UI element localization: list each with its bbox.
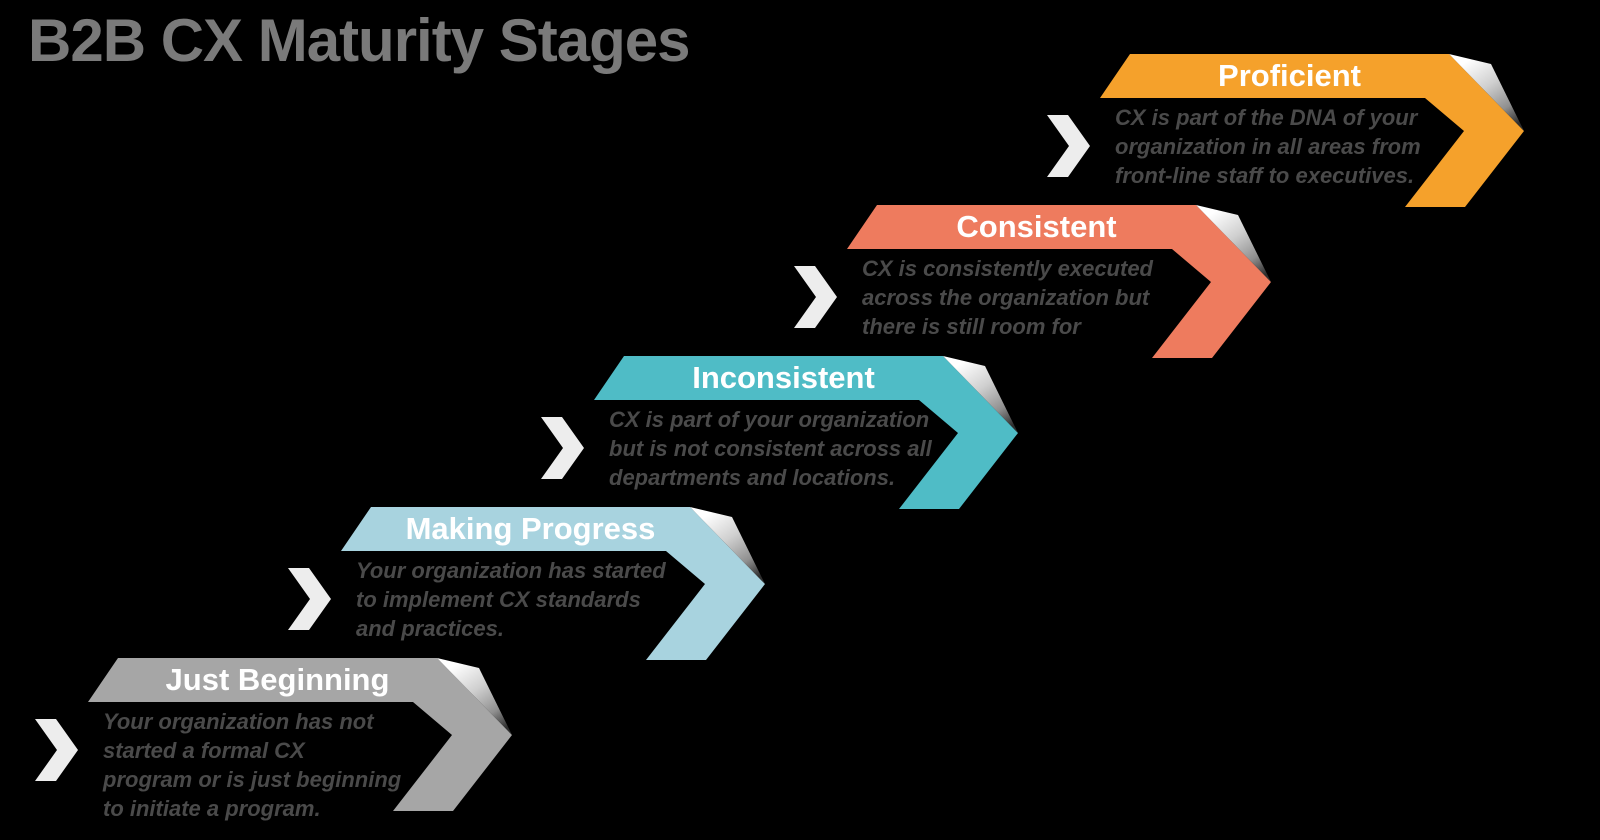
stage-description: Your organization has not started a form… <box>103 707 401 823</box>
stage-description-line: across the organization but <box>862 285 1150 310</box>
stage-description-line: started a formal CX <box>103 738 305 763</box>
stage-description: Your organization has started to impleme… <box>356 556 666 643</box>
stage-arrow-ribbon <box>594 356 1018 509</box>
stage-description: CX is part of the DNA of your organizati… <box>1115 103 1421 190</box>
stage-description-line: there is still room for <box>862 314 1081 339</box>
ribbon-fold <box>437 658 512 735</box>
ribbon-fold <box>1449 54 1524 131</box>
chevron-right-icon <box>541 417 584 479</box>
ribbon-fold <box>1196 205 1271 282</box>
stage-just-beginning: Just Beginning Your organization has not… <box>33 658 523 821</box>
stage-arrow-ribbon <box>341 507 765 660</box>
stage-label: Inconsistent <box>692 360 875 395</box>
stage-description-line: but is not consistent across all <box>609 436 932 461</box>
ribbon-fold <box>943 356 1018 433</box>
stage-arrow-graphic <box>288 507 765 660</box>
stage-arrow-ribbon <box>847 205 1271 358</box>
stage-description-line: to initiate a program. <box>103 796 321 821</box>
stage-making-progress: Making Progress Your organization has st… <box>286 507 776 667</box>
stage-arrow-ribbon <box>88 658 512 811</box>
stage-description-line: front-line staff to executives. <box>1115 163 1415 188</box>
page-title: B2B CX Maturity Stages <box>28 7 690 74</box>
stage-description-line: to implement CX standards <box>356 587 641 612</box>
stage-description-line: CX is consistently executed <box>862 256 1153 281</box>
stage-description-line: departments and locations. <box>609 465 896 490</box>
stage-arrow-graphic <box>794 205 1271 358</box>
chevron-right-icon <box>1047 115 1090 177</box>
stage-label: Proficient <box>1218 58 1361 93</box>
stage-label: Consistent <box>956 209 1117 244</box>
stage-proficient: Proficient CX is part of the DNA of your… <box>1045 54 1535 214</box>
ribbon-fold <box>690 507 765 584</box>
chevron-right-icon <box>288 568 331 630</box>
stage-label: Making Progress <box>405 511 656 546</box>
stage-description-line: and practices. <box>356 616 504 641</box>
stage-arrow-graphic <box>35 658 512 811</box>
stage-description-line: CX is part of the DNA of your <box>1115 105 1418 130</box>
stage-label: Just Beginning <box>165 662 390 697</box>
stage-description-line: Your organization has started <box>356 558 666 583</box>
stage-description-line: Your organization has not <box>103 709 374 734</box>
stage-description-line: CX is part of your organization <box>609 407 930 432</box>
stage-arrow-graphic <box>541 356 1018 509</box>
stage-description: CX is consistently executed across the o… <box>862 254 1153 341</box>
chevron-right-icon <box>794 266 837 328</box>
stage-description-line: program or is just beginning <box>103 767 402 792</box>
stage-arrow-graphic <box>1047 54 1524 207</box>
stage-inconsistent: Inconsistent CX is part of your organiza… <box>539 356 1029 516</box>
stage-description-line: organization in all areas from <box>1115 134 1421 159</box>
stage-arrow-ribbon <box>1100 54 1524 207</box>
chevron-right-icon <box>35 719 78 781</box>
stage-consistent: Consistent CX is consistently executed a… <box>792 205 1282 365</box>
stage-description: CX is part of your organization but is n… <box>609 405 932 492</box>
